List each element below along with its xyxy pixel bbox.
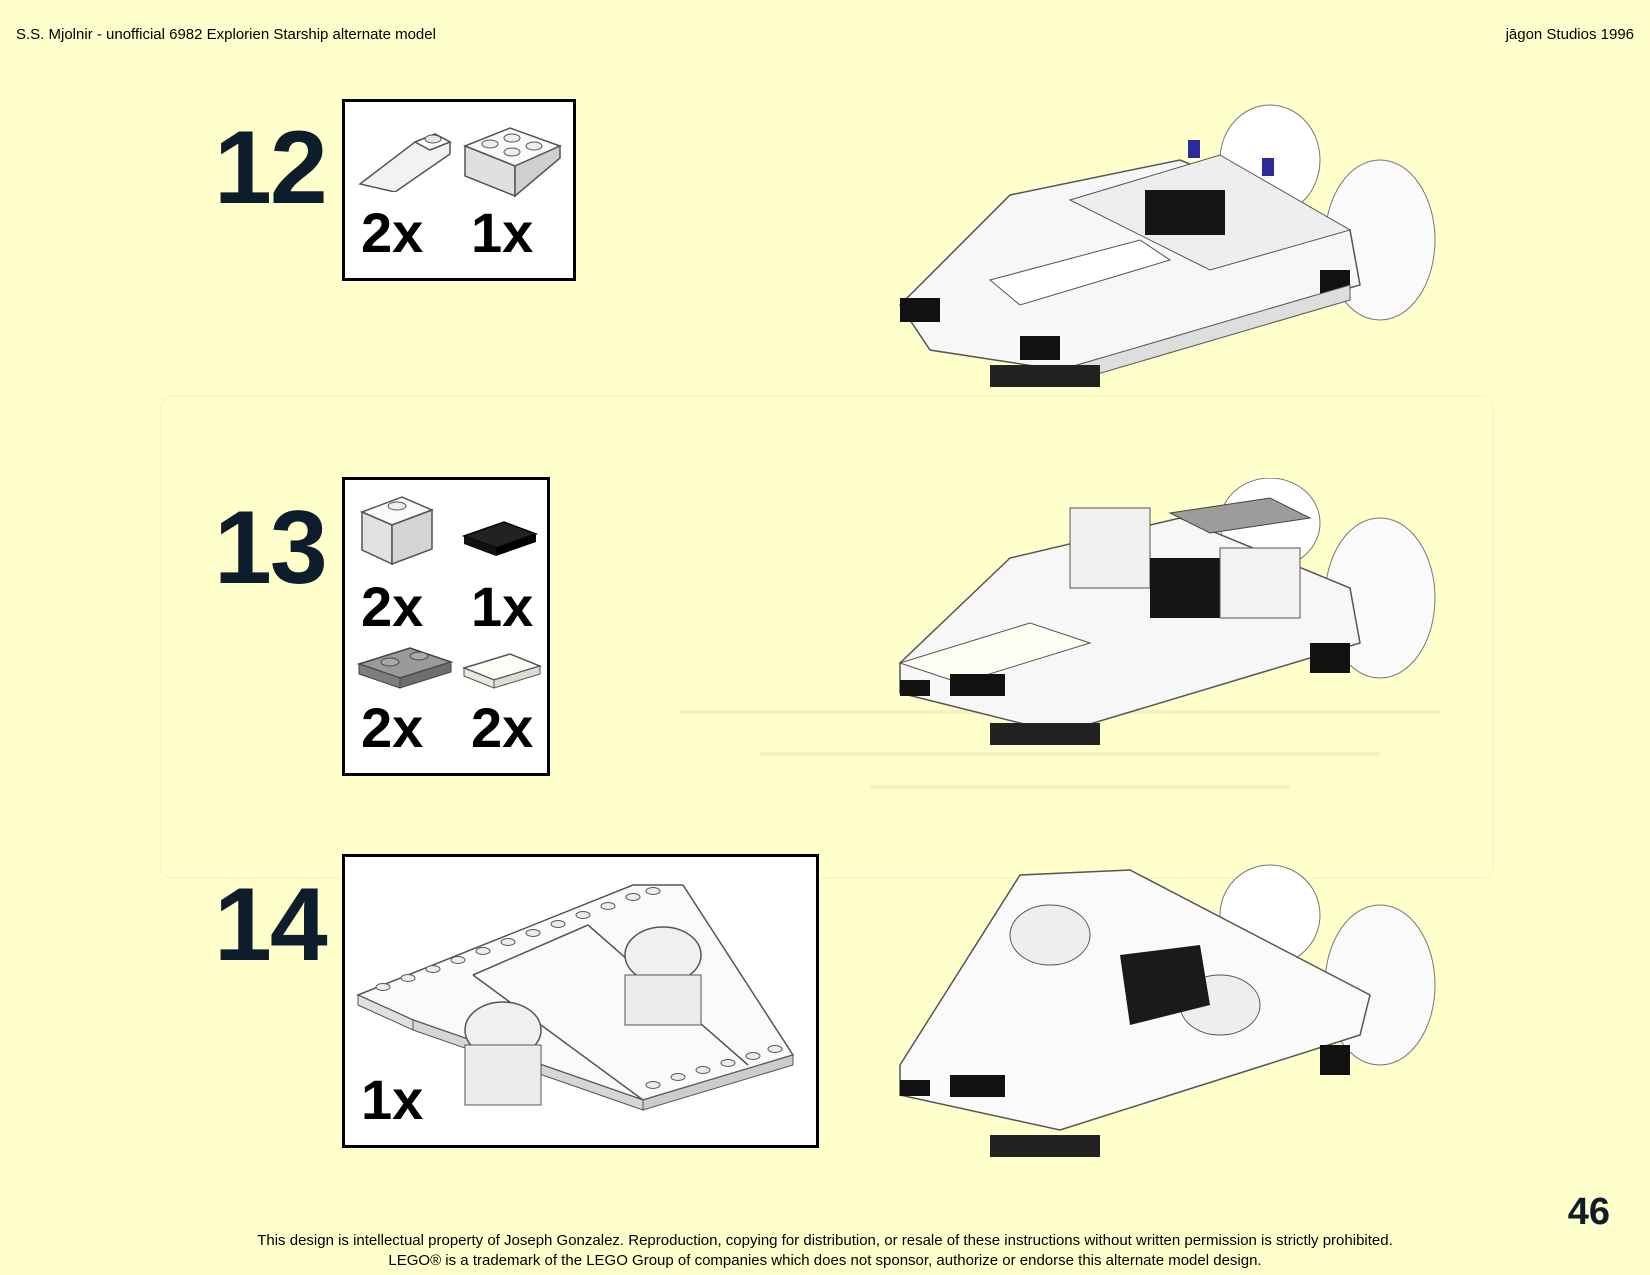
model-step-12-illustration <box>899 104 1436 387</box>
part-quantity: 1x <box>471 201 534 264</box>
step-number-12: 12 <box>214 110 328 226</box>
parts-box-step-14: 1x <box>342 854 819 1148</box>
black-tile-icon <box>461 521 539 556</box>
watermark-frame <box>160 395 1494 879</box>
model-step-14-illustration <box>899 864 1436 1157</box>
gray-1x2-plate-icon <box>356 647 454 689</box>
model-step-13-illustration <box>898 478 1436 745</box>
trademark-notice: LEGO® is a trademark of the LEGO Group o… <box>388 1252 1262 1269</box>
step-number-14: 14 <box>214 867 328 983</box>
part-quantity: 1x <box>361 1068 424 1131</box>
white-tile-icon <box>461 653 543 689</box>
parts-box-step-13: 2x 1x 2x 2x <box>342 477 550 776</box>
watermark-line <box>870 785 1290 789</box>
part-quantity: 2x <box>361 575 424 638</box>
step-number-13: 13 <box>214 490 328 606</box>
white-slope-brick-icon <box>358 133 452 192</box>
white-wedge-plate-with-engines-icon <box>356 884 795 1111</box>
white-inverted-slope-brick-icon <box>462 127 563 198</box>
header-studio: jāgon Studios 1996 <box>1505 26 1634 43</box>
header-title: S.S. Mjolnir - unofficial 6982 Explorien… <box>16 26 436 43</box>
part-quantity: 2x <box>361 696 424 759</box>
part-quantity: 2x <box>471 696 534 759</box>
part-quantity: 1x <box>471 575 534 638</box>
parts-box-step-12: 2x 1x <box>342 99 576 281</box>
page-number: 46 <box>1567 1191 1610 1233</box>
copyright-notice: This design is intellectual property of … <box>257 1232 1393 1249</box>
white-1x2-brick-icon <box>359 496 435 566</box>
watermark-line <box>760 752 1380 756</box>
part-quantity: 2x <box>361 201 424 264</box>
